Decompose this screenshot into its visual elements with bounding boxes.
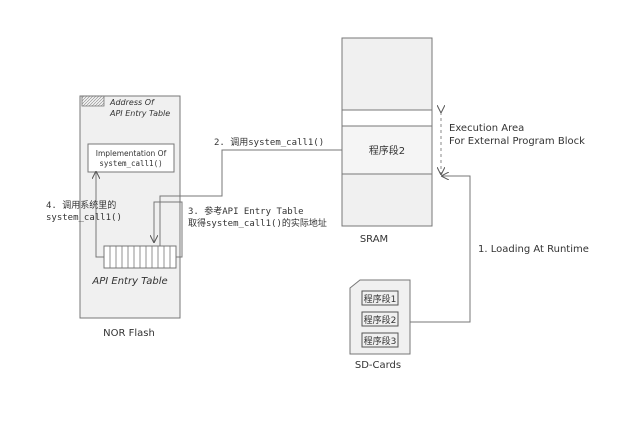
address-label-line2: API Entry Table <box>109 109 170 118</box>
sram-white-gap <box>341 109 433 127</box>
api-entry-table <box>103 245 177 269</box>
nor-flash-label: NOR Flash <box>103 328 155 339</box>
sd-cards-label: SD-Cards <box>355 360 401 371</box>
implementation-line2: system_call1() <box>99 159 162 168</box>
step4-label-line2: system_call1() <box>46 213 122 223</box>
nor-flash: Address Of API Entry Table Implementatio… <box>79 95 181 339</box>
step3-label-line1: 3. 参考API Entry Table <box>188 205 304 217</box>
sd-segment-3-label: 程序段3 <box>364 335 397 347</box>
invoke-connector <box>96 172 104 258</box>
execution-area-line2: For External Program Block <box>449 136 585 147</box>
step2-label: 2. 调用system_call1() <box>214 137 324 148</box>
api-entry-table-label: API Entry Table <box>91 276 167 287</box>
implementation-box <box>87 143 175 173</box>
sd-segment-2-label: 程序段2 <box>364 314 397 326</box>
sd-segment-1 <box>361 290 399 306</box>
implementation-line1: Implementation Of <box>96 149 167 158</box>
sd-cards: 程序段1 程序段2 程序段3 SD-Cards <box>349 279 411 371</box>
step4-label-line1: 4. 调用系统里的 <box>46 199 116 211</box>
sd-segment-2 <box>361 311 399 327</box>
sram-segment-label: 程序段2 <box>369 144 405 157</box>
address-hatch <box>81 95 105 107</box>
sram-label: SRAM <box>360 234 388 245</box>
call-connector <box>159 149 342 246</box>
sd-segment-3 <box>361 332 399 348</box>
step3-label-line2: 取得system_call1()的实际地址 <box>188 217 327 229</box>
sram: 程序段2 SRAM Execution Area For External Pr… <box>341 37 585 245</box>
nor-flash-block <box>79 95 181 319</box>
execution-area-line1: Execution Area <box>449 123 524 134</box>
address-label-line1: Address Of <box>109 98 155 107</box>
loading-connector <box>410 176 471 323</box>
step1-label: 1. Loading At Runtime <box>478 244 589 255</box>
sram-segment <box>341 125 433 175</box>
lookup-connector <box>154 201 183 258</box>
sd-segment-1-label: 程序段1 <box>364 293 397 305</box>
